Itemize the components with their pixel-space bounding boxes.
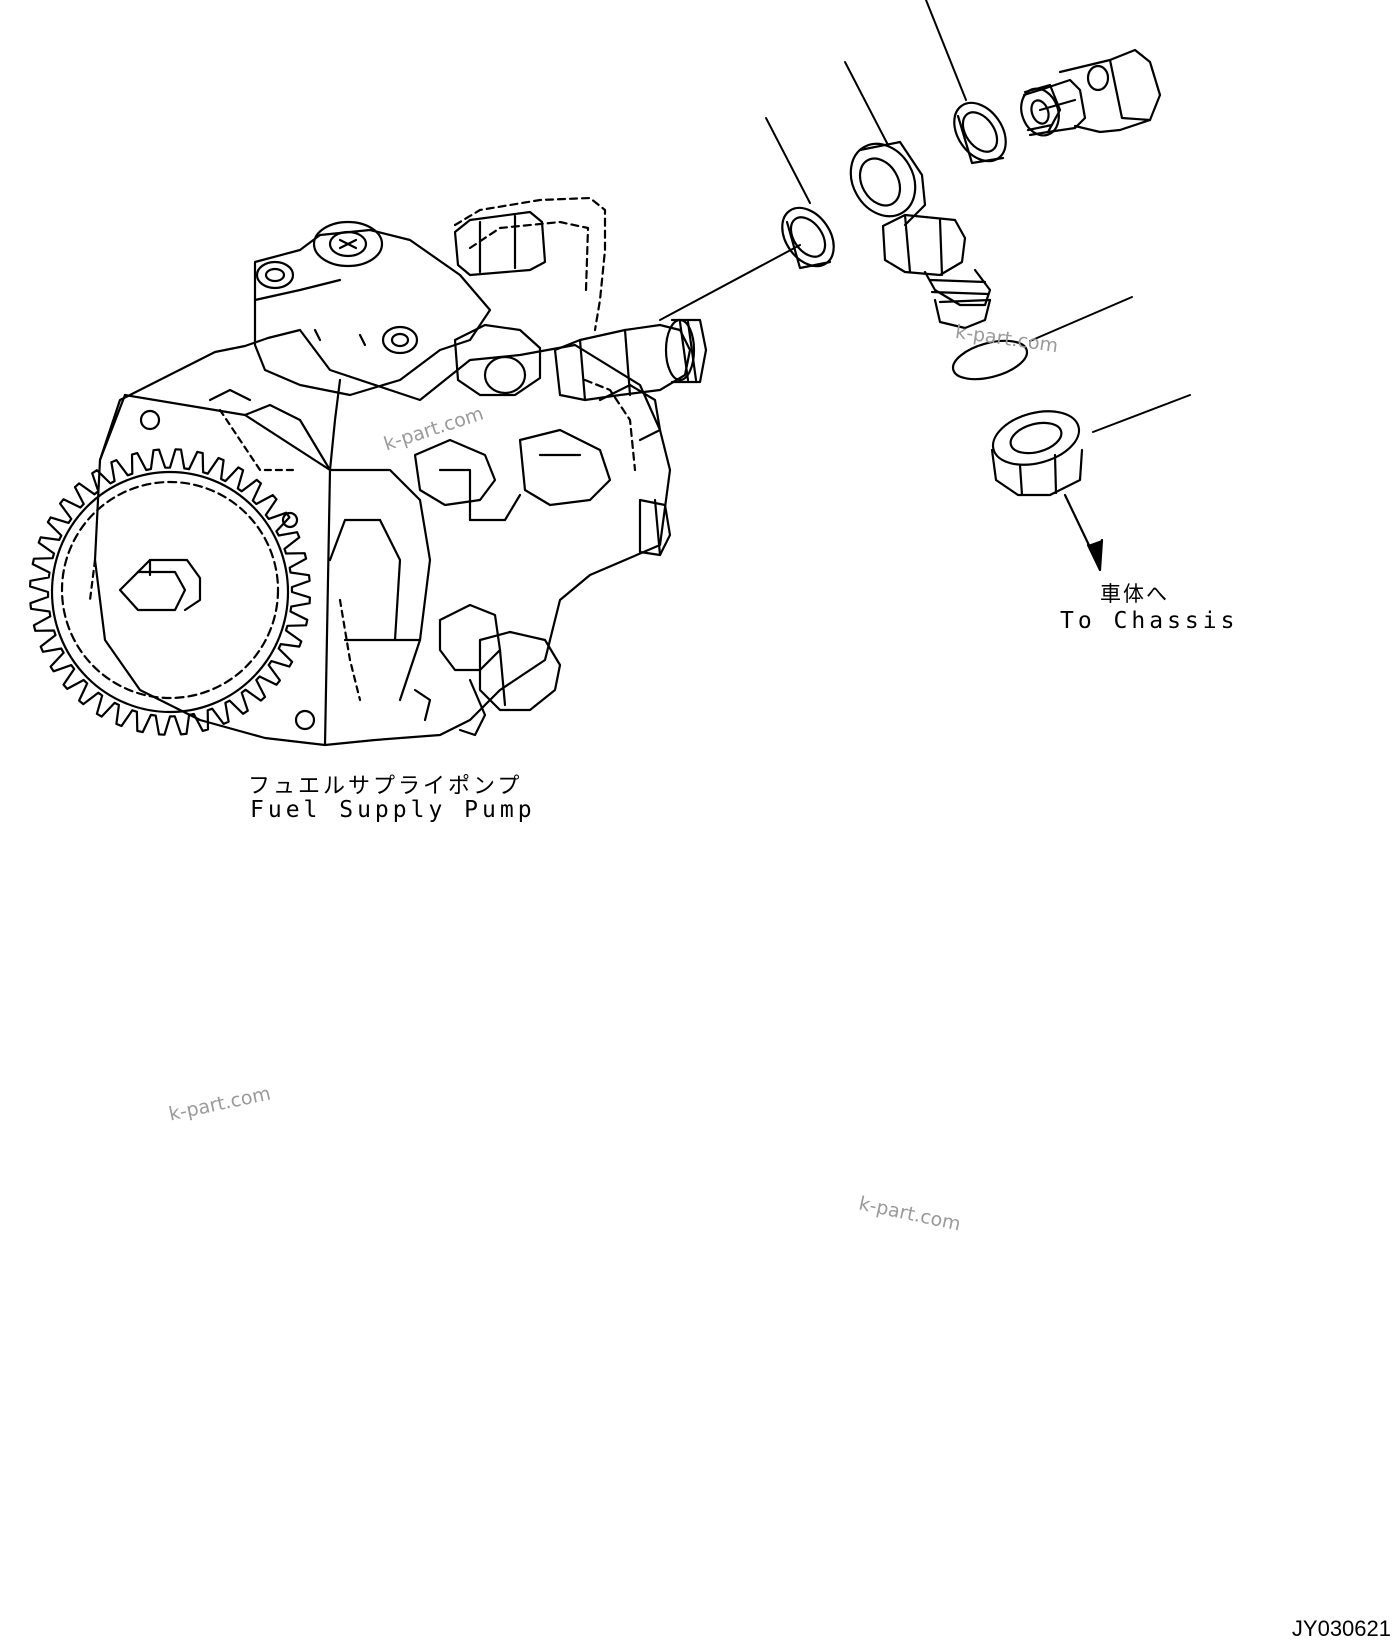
- eye-joint: [849, 140, 992, 330]
- gear-teeth: [29, 448, 311, 736]
- pump-label-jp: フュエルサプライポンプ: [248, 774, 523, 799]
- fuel-supply-pump: [88, 196, 708, 747]
- chassis-arrow: [1063, 493, 1104, 572]
- washer-1: [781, 206, 835, 270]
- drawing-code: JY030621: [1291, 1616, 1391, 1641]
- washer-2: [953, 101, 1007, 165]
- adapter-nut: [990, 410, 1084, 497]
- o-ring: [951, 339, 1029, 381]
- gear-hub: [60, 480, 280, 700]
- pump-label-en: Fuel Supply Pump: [250, 797, 536, 823]
- gear-rim: [50, 470, 290, 714]
- eye-bolt: [1020, 48, 1162, 137]
- leader-lines: [659, 0, 1191, 433]
- chassis-label-en: To Chassis: [1060, 608, 1239, 634]
- drive-gear: [29, 448, 311, 736]
- chassis-label-jp: 車体へ: [1100, 582, 1169, 606]
